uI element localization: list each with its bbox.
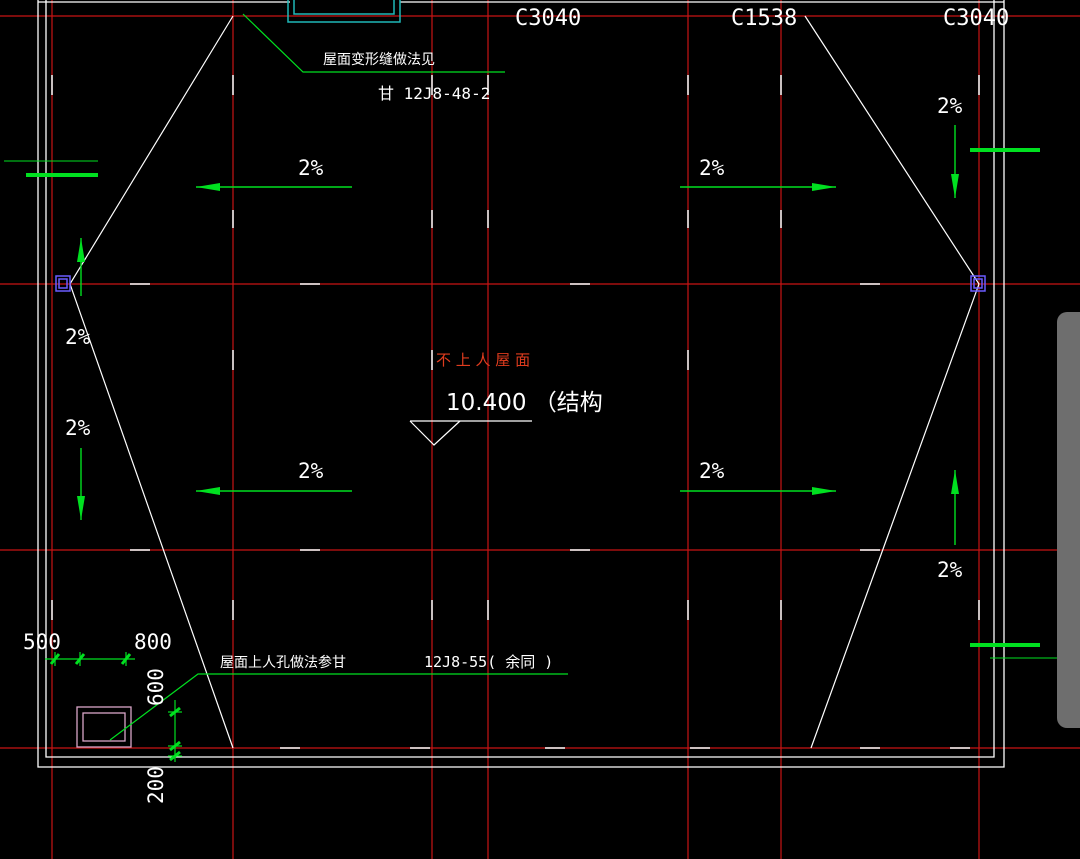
roof-drain-left bbox=[55, 275, 71, 292]
dim-label-500: 500 bbox=[23, 630, 61, 654]
joint-note: 屋面变形缝做法见 bbox=[323, 52, 435, 68]
slope-label-top-left: 2% bbox=[298, 156, 324, 180]
hatch-ref: 12J8-55( 余同 ) bbox=[424, 653, 553, 671]
hatch-note-leader bbox=[109, 673, 568, 741]
axis-dash-marks bbox=[51, 75, 980, 749]
roof-hatch-icon bbox=[76, 706, 132, 748]
slope-label-left-upper: 2% bbox=[65, 325, 91, 349]
top-opening bbox=[287, 0, 401, 23]
joint-ref: 甘 12J8-48-2 bbox=[378, 84, 490, 103]
slope-arrowheads bbox=[77, 174, 959, 520]
slope-label-left-lower: 2% bbox=[65, 416, 91, 440]
roof-type-label: 不 上 人 屋 面 bbox=[436, 351, 530, 369]
slope-label-right-lower: 2% bbox=[937, 558, 963, 582]
window-tag: C1538 bbox=[731, 6, 797, 31]
slope-labels: 2% 2% 2% 2% 2% 2% 2% 2% bbox=[65, 94, 963, 582]
dimension-labels: 500 800 600 200 bbox=[23, 630, 172, 804]
dim-label-800: 800 bbox=[134, 630, 172, 654]
hatch-note: 屋面上人孔做法参甘 bbox=[220, 654, 346, 671]
window-tag: C3040 bbox=[943, 6, 1009, 31]
roof-drain-right bbox=[970, 275, 986, 292]
window-tags: C3040 C1538 C3040 bbox=[515, 6, 1009, 31]
slope-label-right-upper: 2% bbox=[937, 94, 963, 118]
slope-arrows bbox=[80, 125, 956, 545]
dim-label-600: 600 bbox=[144, 668, 168, 706]
slope-label-top-right: 2% bbox=[699, 156, 725, 180]
slope-label-bottom-right: 2% bbox=[699, 459, 725, 483]
roof-outline bbox=[37, 0, 1005, 768]
edge-marks bbox=[26, 148, 1040, 647]
elevation-triangle-icon bbox=[409, 420, 532, 446]
dimension-ticks bbox=[49, 653, 181, 762]
joint-note-leader bbox=[242, 13, 505, 73]
slope-label-bottom-left: 2% bbox=[298, 459, 324, 483]
elevation-label: 10.400 （结构 bbox=[446, 390, 603, 416]
side-panel-tab[interactable] bbox=[1057, 312, 1080, 728]
dim-label-200: 200 bbox=[144, 766, 168, 804]
window-tag: C3040 bbox=[515, 6, 581, 31]
ridge-lines bbox=[69, 15, 980, 749]
